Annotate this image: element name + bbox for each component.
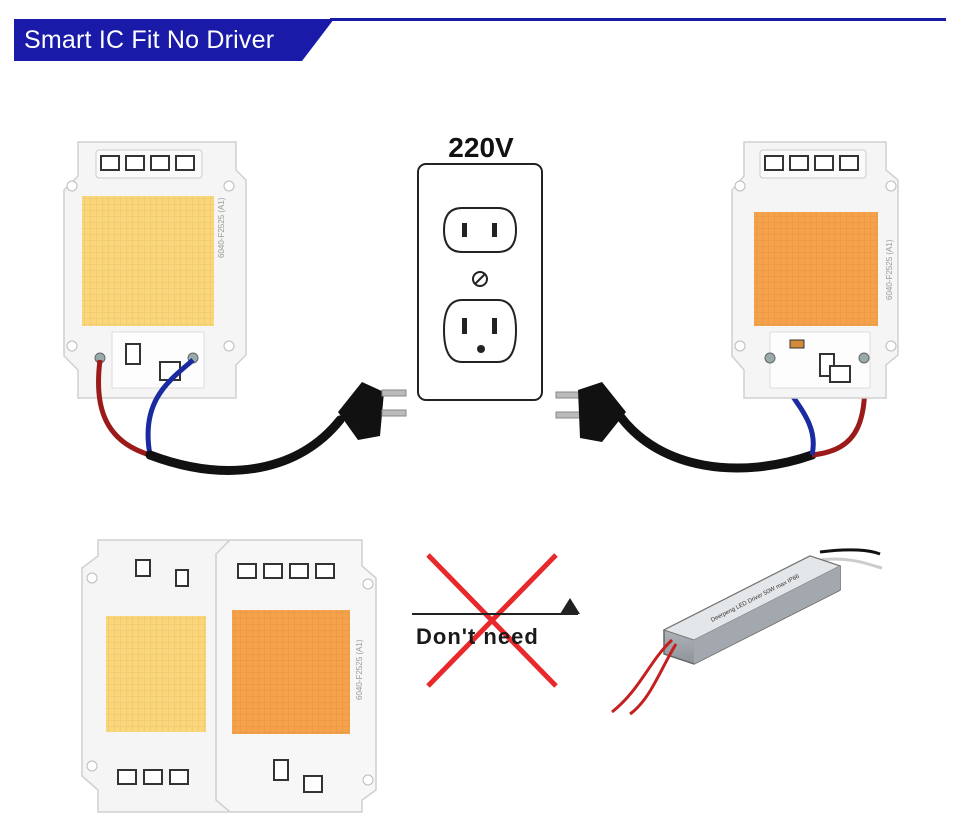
dont-need-label: Don't need xyxy=(416,624,539,649)
led-chip-icon: 6040-F2525 (A1) xyxy=(731,141,899,399)
plug-icon xyxy=(338,382,407,440)
header-tab xyxy=(14,19,334,61)
svg-text:6040-F2525 (A1): 6040-F2525 (A1) xyxy=(355,639,364,700)
driver-box-icon: Deerpeng LED Driver 50W max IP66 xyxy=(611,548,883,716)
outlet-icon xyxy=(417,163,543,401)
header-bar: Smart IC Fit No Driver xyxy=(0,0,960,70)
led-chip-icon: 6040-F2525 (A1) xyxy=(215,539,377,813)
led-chip-icon xyxy=(81,539,229,813)
header-rule xyxy=(330,18,946,21)
svg-text:6040-F2525 (A1): 6040-F2525 (A1) xyxy=(885,239,894,300)
cross-icon xyxy=(412,553,580,688)
voltage-label: 220V xyxy=(448,132,514,163)
page-title: Smart IC Fit No Driver xyxy=(24,26,275,54)
plug-icon xyxy=(555,382,626,442)
led-chip-icon: 6040-F2525 (A1) xyxy=(63,141,247,399)
svg-text:6040-F2525 (A1): 6040-F2525 (A1) xyxy=(217,197,226,258)
